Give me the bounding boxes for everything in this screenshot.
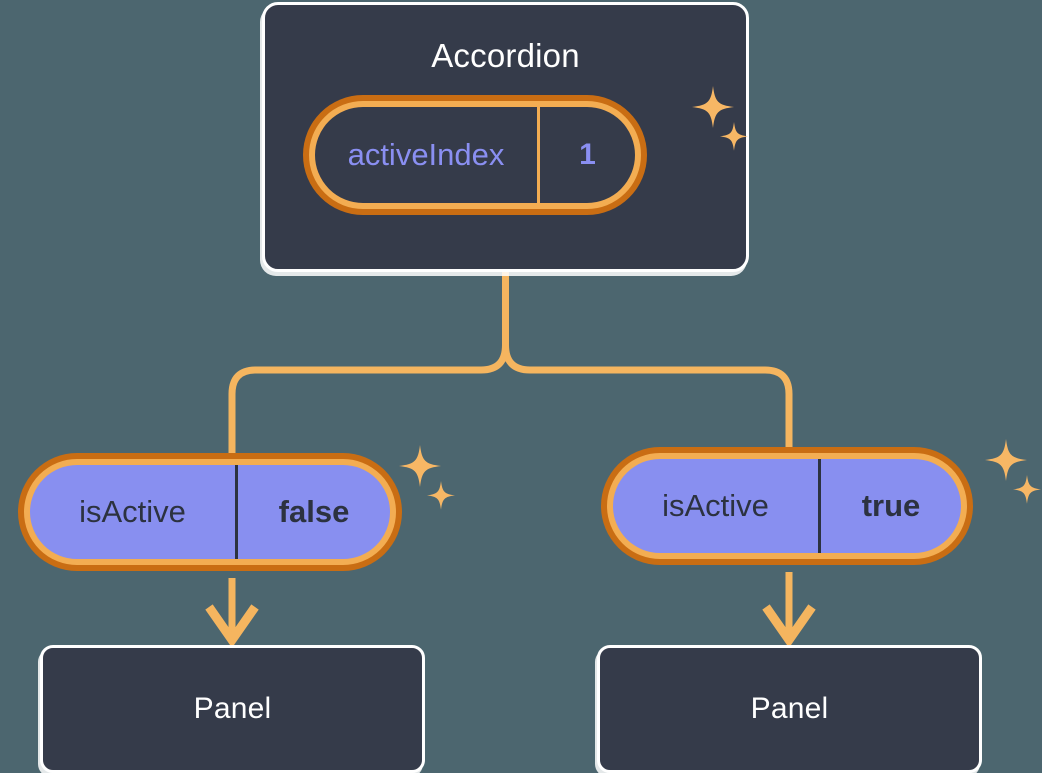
state-pill-is-active-right[interactable]: isActive true [607, 453, 967, 559]
state-key: isActive [30, 465, 238, 559]
state-value: 1 [579, 138, 596, 171]
state-pill[interactable]: isActive true [607, 453, 967, 559]
four-point-star-icon [399, 445, 441, 487]
component-card-panel-left[interactable]: Panel [40, 645, 425, 773]
state-pill[interactable]: isActive false [24, 459, 396, 565]
edge-root-to-split-right [502, 344, 793, 456]
state-pill-active-index[interactable]: activeIndex 1 [309, 101, 641, 209]
state-key: activeIndex [315, 107, 540, 203]
sparkle-decoration-left [399, 445, 455, 510]
four-point-star-icon-small [427, 481, 455, 510]
arrow-down-icon-left [205, 604, 259, 648]
four-point-star-icon [985, 439, 1027, 481]
state-value: false [278, 494, 350, 529]
state-pill[interactable]: activeIndex 1 [309, 101, 641, 209]
sparkle-decoration-right [985, 439, 1041, 504]
component-title: Panel [193, 692, 272, 725]
four-point-star-icon-small [1013, 475, 1041, 504]
arrow-down-icon-right [762, 604, 816, 648]
state-value: true [861, 488, 921, 523]
component-title: Accordion [431, 37, 580, 74]
edge-root-to-split [228, 272, 509, 462]
component-title: Panel [750, 692, 829, 725]
component-card-panel-right[interactable]: Panel [597, 645, 982, 773]
state-key: isActive [613, 459, 821, 553]
state-pill-is-active-left[interactable]: isActive false [24, 459, 396, 565]
